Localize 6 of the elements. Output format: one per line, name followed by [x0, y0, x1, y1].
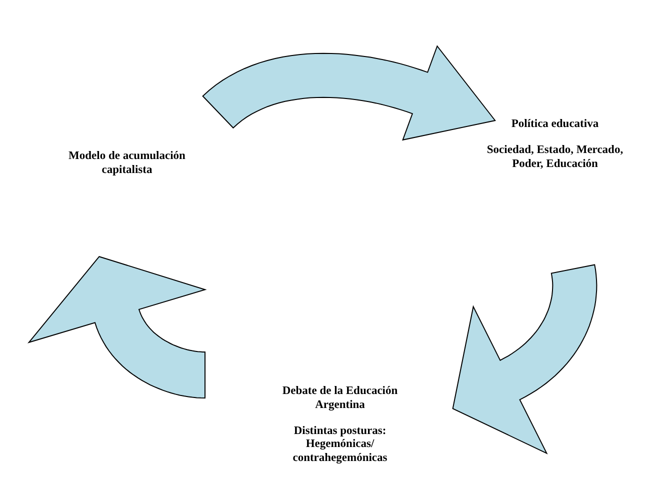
node-text: Distintas posturas: Hegemónicas/ contrahegemónicas [292, 424, 388, 466]
node-heading: Debate de la Educación Argentina [281, 385, 399, 413]
node-heading: Política educativa [510, 118, 600, 132]
node-text: Sociedad, Estado, Mercado, Poder, Educación [486, 144, 624, 172]
curved-block-arrow [27, 256, 207, 399]
node-heading: Modelo de acumulación capitalista [68, 150, 186, 178]
